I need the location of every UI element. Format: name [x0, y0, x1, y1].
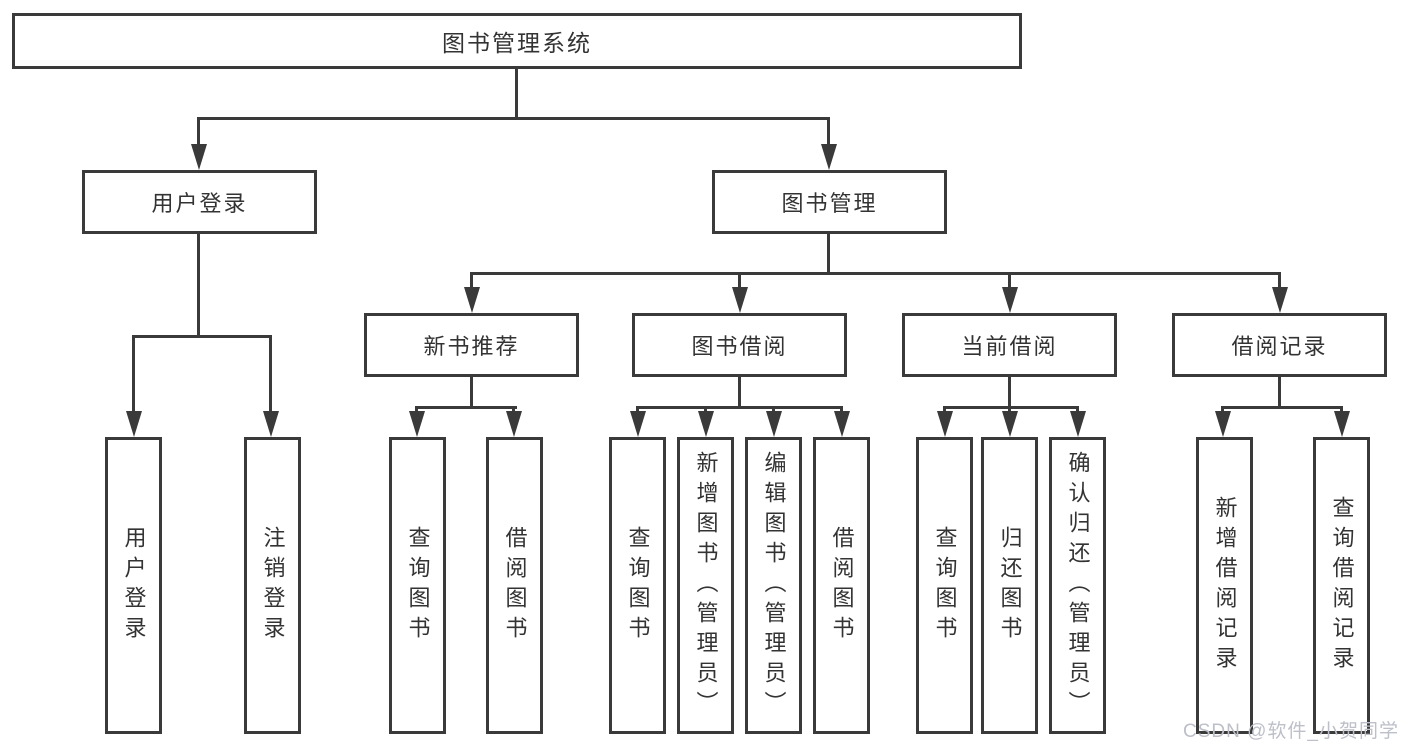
arrow-down-icon [409, 411, 425, 437]
connector-line [1221, 406, 1224, 414]
watermark: CSDN @软件_小贺同学 [1183, 721, 1399, 742]
connector-line [1278, 272, 1281, 290]
connector-line [470, 272, 473, 290]
arrow-down-icon [1002, 411, 1018, 437]
connector-line [636, 406, 843, 409]
arrow-down-icon [191, 144, 207, 170]
connector-line [1008, 272, 1011, 290]
connector-line [132, 335, 135, 413]
connector-line [512, 406, 515, 414]
connector-line [772, 406, 775, 414]
leaf-borrow-books-borrowing: 借阅图书 [813, 437, 870, 734]
connector-line [738, 272, 741, 290]
connector-line [1221, 406, 1343, 409]
connector-line [415, 406, 418, 414]
connector-line [197, 117, 200, 147]
node-new-book-recommendation: 新书推荐 [364, 313, 579, 377]
node-borrowing-records: 借阅记录 [1172, 313, 1387, 377]
node-user-login: 用户登录 [82, 170, 317, 234]
arrow-down-icon [1070, 411, 1086, 437]
arrow-down-icon [464, 287, 480, 313]
node-book-borrowing: 图书借阅 [632, 313, 847, 377]
arrow-down-icon [1334, 411, 1350, 437]
leaf-query-borrow-record: 查询借阅记录 [1313, 437, 1370, 734]
arrow-down-icon [834, 411, 850, 437]
connector-line [827, 117, 830, 147]
connector-line [197, 117, 830, 120]
node-book-management: 图书管理 [712, 170, 947, 234]
connector-line [738, 377, 741, 409]
leaf-query-books-current: 查询图书 [916, 437, 973, 734]
arrow-down-icon [937, 411, 953, 437]
connector-line [269, 335, 272, 413]
connector-line [515, 69, 518, 120]
connector-line [840, 406, 843, 414]
connector-line [1076, 406, 1079, 414]
connector-line [197, 234, 200, 338]
connector-line [415, 406, 517, 409]
connector-line [470, 272, 1281, 275]
connector-line [704, 406, 707, 414]
connector-line [1278, 377, 1281, 409]
node-library-management-system: 图书管理系统 [12, 13, 1022, 69]
connector-line [1008, 406, 1011, 414]
arrow-down-icon [126, 411, 142, 437]
arrow-down-icon [506, 411, 522, 437]
connector-line [943, 406, 946, 414]
arrow-down-icon [1002, 287, 1018, 313]
leaf-query-books-recommend: 查询图书 [389, 437, 446, 734]
leaf-add-borrow-record: 新增借阅记录 [1196, 437, 1253, 734]
arrow-down-icon [766, 411, 782, 437]
connector-line [943, 406, 1079, 409]
arrow-down-icon [698, 411, 714, 437]
arrow-down-icon [821, 144, 837, 170]
leaf-query-books-borrowing: 查询图书 [609, 437, 666, 734]
leaf-confirm-return-admin: 确认归还（管理员） [1049, 437, 1106, 734]
leaf-user-login: 用户登录 [105, 437, 162, 734]
leaf-return-books: 归还图书 [981, 437, 1038, 734]
leaf-add-books-admin: 新增图书（管理员） [677, 437, 734, 734]
arrow-down-icon [1215, 411, 1231, 437]
node-current-borrowing: 当前借阅 [902, 313, 1117, 377]
connector-line [827, 234, 830, 275]
arrow-down-icon [263, 411, 279, 437]
arrow-down-icon [732, 287, 748, 313]
connector-line [636, 406, 639, 414]
connector-line [470, 377, 473, 409]
connector-line [1008, 377, 1011, 409]
leaf-edit-books-admin: 编辑图书（管理员） [745, 437, 802, 734]
arrow-down-icon [630, 411, 646, 437]
leaf-borrow-books-recommend: 借阅图书 [486, 437, 543, 734]
connector-line [132, 335, 272, 338]
leaf-logout: 注销登录 [244, 437, 301, 734]
connector-line [1340, 406, 1343, 414]
arrow-down-icon [1272, 287, 1288, 313]
